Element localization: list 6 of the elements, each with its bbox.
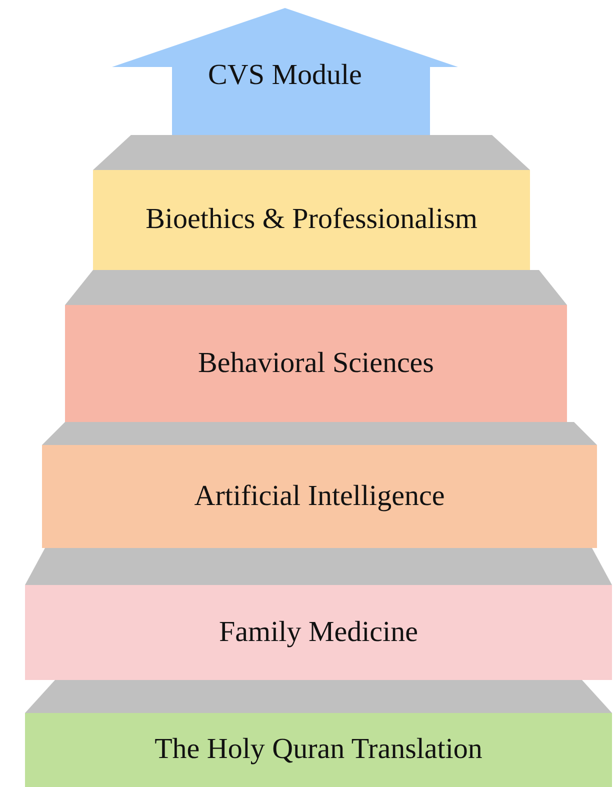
step-label: Family Medicine xyxy=(219,614,418,650)
step-label: Artificial Intelligence xyxy=(194,478,445,514)
step-label: Behavioral Sciences xyxy=(198,346,434,381)
step-label: The Holy Quran Translation xyxy=(154,732,482,768)
step-label: Bioethics & Professionalism xyxy=(146,202,478,238)
arrow-label: CVS Module xyxy=(208,58,362,93)
